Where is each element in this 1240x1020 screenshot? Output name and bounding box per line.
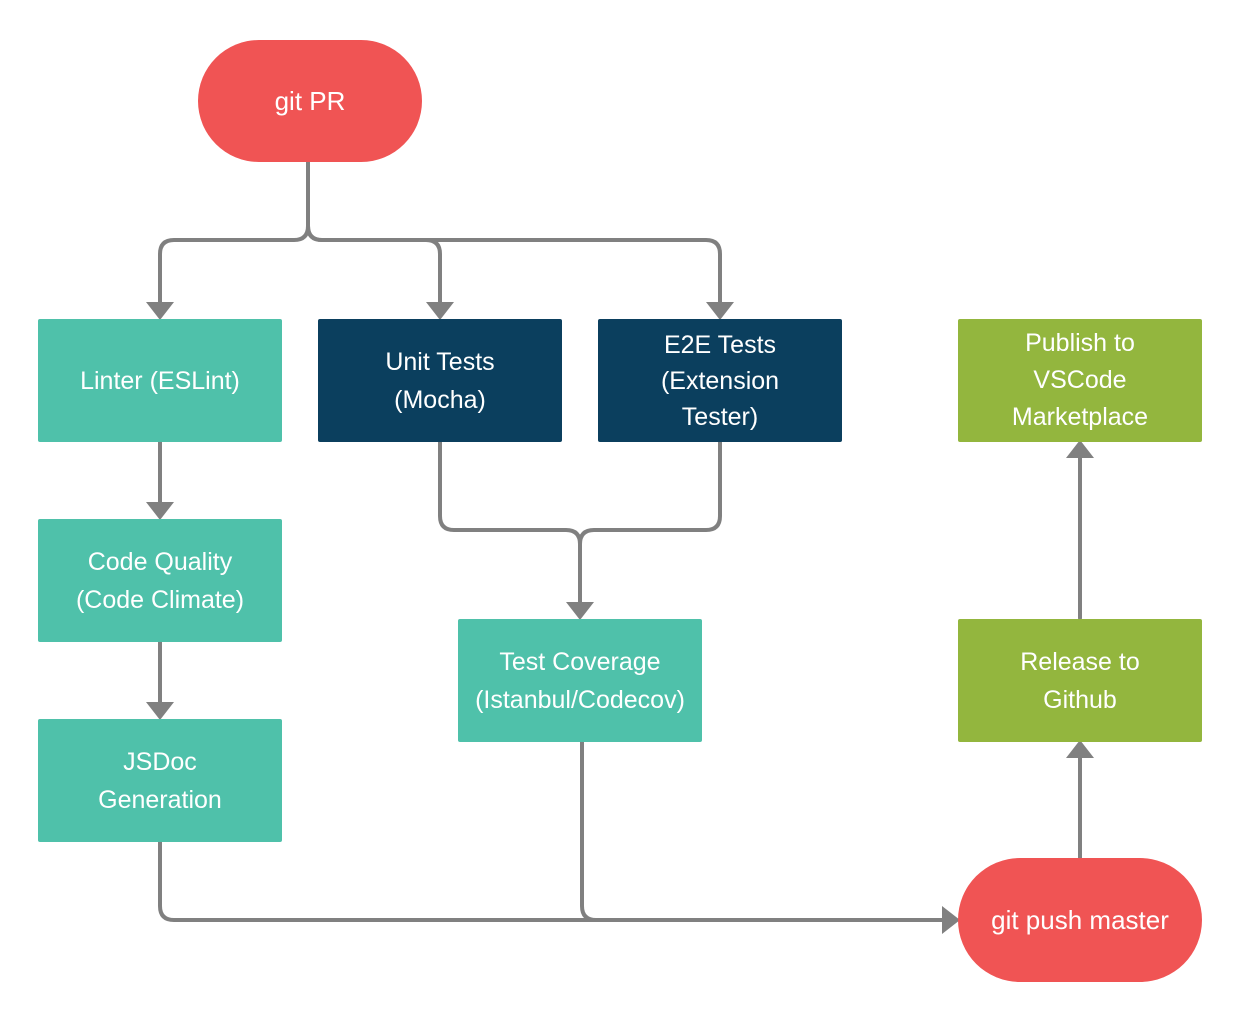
node-e2e-tests: E2E Tests (Extension Tester) <box>598 319 842 442</box>
node-test-coverage: Test Coverage (Istanbul/Codecov) <box>458 619 702 742</box>
arrowhead-publish <box>1066 440 1094 458</box>
arrowhead-code-quality <box>146 502 174 520</box>
node-git-pr: git PR <box>198 40 422 162</box>
node-publish-marketplace: Publish to VSCode Marketplace <box>958 319 1202 442</box>
arrowhead-test-coverage <box>566 602 594 620</box>
node-git-push-master: git push master <box>958 858 1202 982</box>
node-release-github: Release to Github <box>958 619 1202 742</box>
connector-e2e-tests-to-coverage <box>578 440 722 606</box>
node-unit-tests: Unit Tests (Mocha) <box>318 319 562 442</box>
arrowhead-release <box>1066 740 1094 758</box>
arrowhead-e2e-tests <box>706 302 734 320</box>
connector-coverage-to-git-push <box>580 740 946 922</box>
arrowhead-jsdoc <box>146 702 174 720</box>
connector-pr-to-e2e-tests <box>306 160 722 306</box>
connector-pr-to-linter <box>158 160 310 306</box>
node-linter: Linter (ESLint) <box>38 319 282 442</box>
connector-jsdoc-to-git-push <box>158 840 946 922</box>
node-jsdoc: JSDoc Generation <box>38 719 282 842</box>
arrowhead-unit-tests <box>426 302 454 320</box>
connector-unit-tests-to-coverage <box>438 440 582 606</box>
connector-pr-to-unit-tests <box>306 160 442 306</box>
node-code-quality: Code Quality (Code Climate) <box>38 519 282 642</box>
arrowhead-git-push <box>942 906 960 934</box>
arrowhead-linter <box>146 302 174 320</box>
